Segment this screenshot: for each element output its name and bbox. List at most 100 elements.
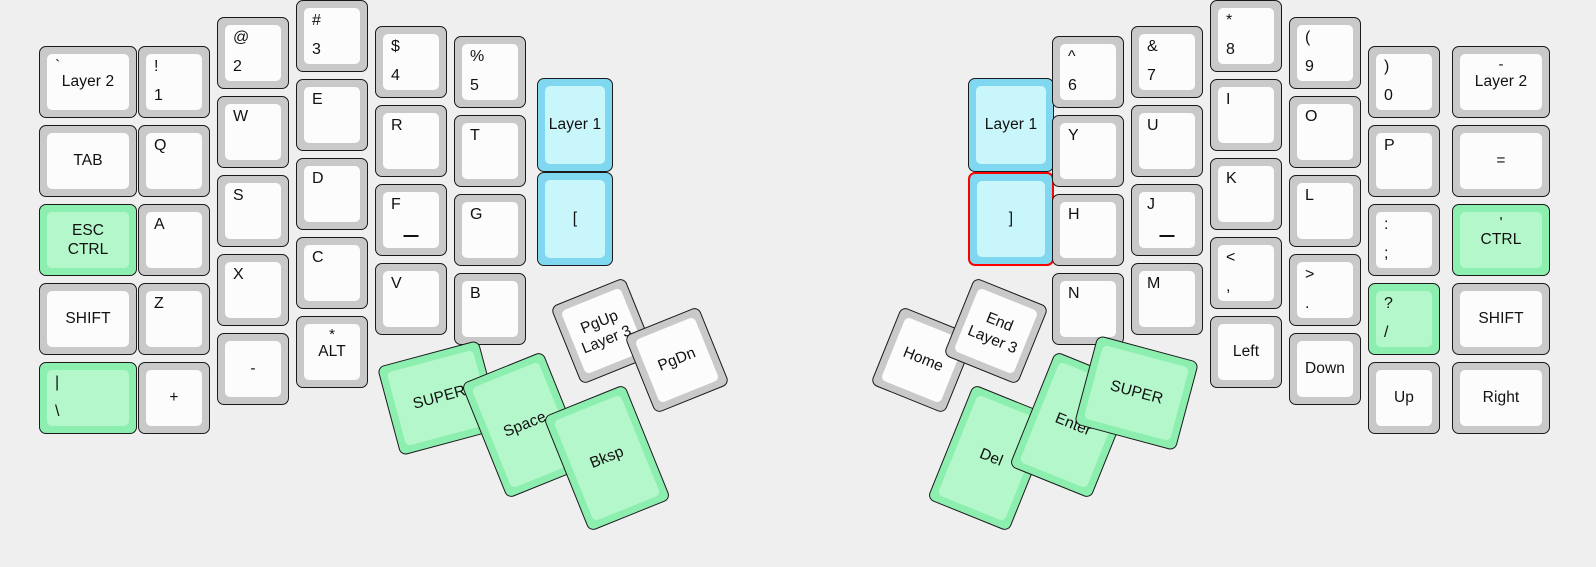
key-shift[interactable]: SHIFT: [39, 283, 137, 355]
key-a[interactable]: A: [138, 204, 210, 276]
key-z[interactable]: Z: [138, 283, 210, 355]
key-f-cap: F: [383, 192, 439, 248]
key-ctrl[interactable]: 'CTRL: [1452, 204, 1550, 276]
key-j[interactable]: J: [1131, 184, 1203, 256]
key-down[interactable]: Down: [1289, 333, 1361, 405]
key-h-cap: H: [1060, 202, 1116, 258]
key--legend: =: [1496, 151, 1506, 169]
key-e[interactable]: E: [296, 79, 368, 151]
key-r-shift-legend: R: [391, 117, 403, 134]
key-1-base-legend: 1: [154, 87, 163, 104]
key-home-legend: Home: [900, 343, 946, 375]
key-3[interactable]: #3: [296, 0, 368, 72]
key-[interactable]: :;: [1368, 204, 1440, 276]
key-y-cap: Y: [1060, 123, 1116, 179]
key-right[interactable]: Right: [1452, 362, 1550, 434]
key-9[interactable]: (9: [1289, 17, 1361, 89]
key-v[interactable]: V: [375, 263, 447, 335]
key-[interactable]: <,: [1210, 237, 1282, 309]
key-4[interactable]: $4: [375, 26, 447, 98]
key-layer-2-cap: -Layer 2: [1460, 54, 1542, 110]
key-1[interactable]: !1: [138, 46, 210, 118]
key-layer-1[interactable]: Layer 1: [537, 78, 613, 172]
key-up[interactable]: Up: [1368, 362, 1440, 434]
key-layer-1[interactable]: Layer 1: [968, 78, 1054, 172]
key-w-cap: W: [225, 104, 281, 160]
key-i[interactable]: I: [1210, 79, 1282, 151]
key-alt-cap: *ALT: [304, 324, 360, 380]
key-[interactable]: =: [1452, 125, 1550, 197]
key-c[interactable]: C: [296, 237, 368, 309]
key-l[interactable]: L: [1289, 175, 1361, 247]
key-left-legend: Left: [1232, 342, 1260, 360]
key-a-shift-legend: A: [154, 216, 165, 233]
key-layer-1-cap: Layer 1: [545, 86, 605, 164]
key-t-shift-legend: T: [470, 127, 480, 144]
key-8[interactable]: *8: [1210, 0, 1282, 72]
key-t[interactable]: T: [454, 115, 526, 187]
key-esc[interactable]: ESC CTRL: [39, 204, 137, 276]
key-s-shift-legend: S: [233, 187, 244, 204]
key-layer-2[interactable]: `Layer 2: [39, 46, 137, 118]
key-w[interactable]: W: [217, 96, 289, 168]
key-7[interactable]: &7: [1131, 26, 1203, 98]
key-2[interactable]: @2: [217, 17, 289, 89]
key-j-shift-legend: J: [1147, 196, 1155, 213]
key-layer-1-legend: Layer 1: [548, 115, 602, 133]
key-p[interactable]: P: [1368, 125, 1440, 197]
key-[interactable]: >.: [1289, 254, 1361, 326]
key-z-shift-legend: Z: [154, 295, 164, 312]
key--legend: [: [572, 209, 578, 227]
key--base-legend: ;: [1384, 245, 1389, 262]
key-k-shift-legend: K: [1226, 170, 1237, 187]
key-o[interactable]: O: [1289, 96, 1361, 168]
key-r-cap: R: [383, 113, 439, 169]
key-g[interactable]: G: [454, 194, 526, 266]
key-alt[interactable]: *ALT: [296, 316, 368, 388]
key-l-shift-legend: L: [1305, 187, 1314, 204]
key-[interactable]: [: [537, 172, 613, 266]
key-6[interactable]: ^6: [1052, 36, 1124, 108]
key-m[interactable]: M: [1131, 263, 1203, 335]
key-shift[interactable]: SHIFT: [1452, 283, 1550, 355]
key-n-cap: N: [1060, 281, 1116, 337]
key-3-cap: #3: [304, 8, 360, 64]
key-[interactable]: ?/: [1368, 283, 1440, 355]
key-0[interactable]: )0: [1368, 46, 1440, 118]
key-y[interactable]: Y: [1052, 115, 1124, 187]
key-[interactable]: +: [138, 362, 210, 434]
key-layer-2[interactable]: -Layer 2: [1452, 46, 1550, 118]
key-f[interactable]: F: [375, 184, 447, 256]
key-j-cap: J: [1139, 192, 1195, 248]
key-6-base-legend: 6: [1068, 77, 1077, 94]
key-left[interactable]: Left: [1210, 316, 1282, 388]
key-5[interactable]: %5: [454, 36, 526, 108]
key-7-cap: &7: [1139, 34, 1195, 90]
key-x[interactable]: X: [217, 254, 289, 326]
key-[interactable]: -: [217, 333, 289, 405]
key-q[interactable]: Q: [138, 125, 210, 197]
key-8-cap: *8: [1218, 8, 1274, 64]
key-layer-2-legend: Layer 2: [61, 72, 115, 90]
key--cap: ]: [977, 181, 1045, 257]
key-d[interactable]: D: [296, 158, 368, 230]
key-s[interactable]: S: [217, 175, 289, 247]
key-r[interactable]: R: [375, 105, 447, 177]
key-n[interactable]: N: [1052, 273, 1124, 345]
key-tab-legend: TAB: [73, 151, 103, 169]
key-u[interactable]: U: [1131, 105, 1203, 177]
key-o-cap: O: [1297, 104, 1353, 160]
key-l-cap: L: [1297, 183, 1353, 239]
key-1-shift-legend: !: [154, 58, 159, 75]
key-tab[interactable]: TAB: [39, 125, 137, 197]
key--cap: ?/: [1376, 291, 1432, 347]
key-up-cap: Up: [1376, 370, 1432, 426]
key-[interactable]: |\: [39, 362, 137, 434]
key--shift-legend: |: [55, 374, 60, 391]
key-b[interactable]: B: [454, 273, 526, 345]
key-k[interactable]: K: [1210, 158, 1282, 230]
key-9-cap: (9: [1297, 25, 1353, 81]
key-[interactable]: ]: [968, 172, 1054, 266]
key-h[interactable]: H: [1052, 194, 1124, 266]
key-end-cap: End Layer 3: [953, 287, 1039, 375]
